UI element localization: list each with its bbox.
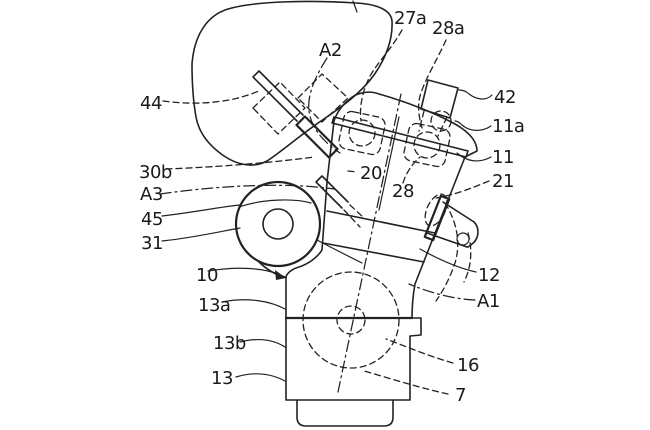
label-a3: A3 bbox=[140, 184, 163, 205]
crank-web-circle bbox=[302, 271, 400, 369]
leader-27a bbox=[359, 29, 403, 122]
label-a1: A1 bbox=[477, 291, 500, 312]
injector-boss-hidden-2 bbox=[297, 73, 349, 123]
label-31: 31 bbox=[141, 233, 163, 254]
label-20: 20 bbox=[360, 163, 382, 184]
leader-13a bbox=[221, 299, 286, 310]
label-13a: 13a bbox=[198, 295, 230, 316]
leader-16 bbox=[385, 338, 454, 364]
crank-journal-circle bbox=[336, 305, 366, 335]
label-21: 21 bbox=[492, 171, 514, 192]
intake-duct bbox=[418, 79, 459, 137]
leader-31 bbox=[161, 227, 241, 242]
leader-10-arrowhead bbox=[275, 270, 286, 280]
label-27a: 27a bbox=[394, 8, 426, 29]
outlet-stub bbox=[423, 193, 479, 302]
top-edge-tick bbox=[352, 0, 358, 13]
label-28: 28 bbox=[392, 181, 414, 202]
label-45: 45 bbox=[141, 209, 163, 230]
label-11a: 11a bbox=[492, 116, 524, 137]
label-13: 13 bbox=[211, 368, 233, 389]
leader-7 bbox=[363, 370, 449, 395]
label-44: 44 bbox=[140, 93, 162, 114]
label-10: 10 bbox=[196, 265, 218, 286]
reference-labels: 27a 28a A2 44 42 11a 11 21 30b 20 28 A3 … bbox=[139, 8, 525, 406]
leader-42 bbox=[458, 89, 493, 100]
crankcase bbox=[284, 271, 422, 427]
leader-11a bbox=[454, 120, 492, 131]
spark-plug bbox=[315, 175, 365, 228]
label-30b: 30b bbox=[139, 162, 172, 183]
label-a2: A2 bbox=[319, 40, 342, 61]
valve-port-left bbox=[338, 110, 386, 156]
axis-a3-line bbox=[159, 184, 335, 195]
leader-21 bbox=[435, 180, 490, 199]
oil-pan bbox=[296, 399, 394, 427]
head-gasket-line bbox=[331, 116, 469, 158]
tank-cover-outline bbox=[191, 0, 393, 166]
leader-12 bbox=[419, 248, 477, 273]
label-42: 42 bbox=[494, 87, 516, 108]
label-28a: 28a bbox=[432, 18, 464, 39]
leader-lines bbox=[161, 29, 493, 395]
label-11: 11 bbox=[492, 147, 514, 168]
leader-44 bbox=[162, 89, 262, 104]
cylinder-head-block bbox=[285, 91, 478, 319]
axis-a2-line bbox=[308, 57, 341, 154]
leader-a1 bbox=[408, 283, 476, 301]
leader-13b bbox=[239, 338, 286, 348]
leader-20 bbox=[347, 170, 358, 173]
leader-45 bbox=[161, 204, 241, 217]
leader-28a bbox=[417, 39, 447, 129]
leader-10 bbox=[207, 267, 282, 276]
axis-a1-line bbox=[337, 93, 402, 393]
hose-hidden-line bbox=[435, 202, 459, 302]
leader-11 bbox=[456, 152, 492, 162]
cylinder-band bbox=[322, 210, 436, 263]
fuel-injector bbox=[252, 70, 349, 159]
leader-30b bbox=[165, 156, 315, 170]
hose-hidden-line-2 bbox=[463, 232, 472, 283]
label-12: 12 bbox=[478, 265, 500, 286]
axis-lines bbox=[159, 57, 402, 393]
label-13b: 13b bbox=[213, 333, 246, 354]
leader-28 bbox=[402, 156, 421, 184]
valve-port-right bbox=[403, 122, 451, 168]
label-16: 16 bbox=[457, 355, 479, 376]
leader-13 bbox=[235, 373, 286, 382]
injector-boss-hidden bbox=[252, 81, 306, 135]
label-7: 7 bbox=[455, 385, 466, 406]
